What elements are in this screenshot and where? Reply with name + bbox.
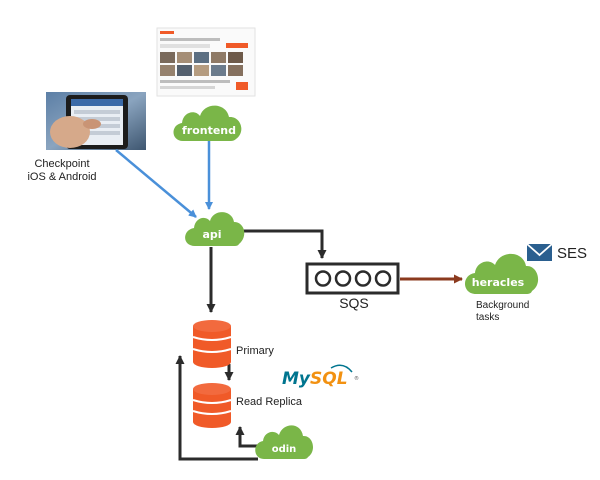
database-primary — [192, 320, 232, 368]
checkpoint-label: Checkpoint — [34, 158, 89, 170]
arrow-odin-to-primary — [175, 355, 258, 461]
background-tasks-label-2: tasks — [476, 312, 499, 323]
primary-label: Primary — [236, 345, 274, 357]
mysql-logo: MySQL ® — [282, 364, 359, 389]
queue-slot — [334, 270, 352, 287]
ses-service: SES — [526, 243, 587, 262]
envelope-icon — [527, 244, 552, 261]
svg-text:MySQL: MySQL — [282, 369, 348, 389]
checkpoint-platform-label: iOS & Android — [27, 171, 96, 183]
cloud-odin: odin — [255, 425, 314, 459]
database-icon — [192, 383, 232, 428]
cloud-icon — [185, 212, 245, 246]
arrow-api-to-sqs — [236, 229, 327, 259]
cloud-api: api — [185, 212, 245, 246]
website-screenshot — [156, 27, 256, 97]
cloud-heracles: heracles — [464, 253, 539, 294]
svg-text:®: ® — [354, 375, 359, 382]
arrow-odin-to-replica — [235, 426, 258, 448]
sqs-label: SQS — [339, 295, 369, 311]
background-tasks-label: Background — [476, 300, 529, 311]
heracles-label: heracles — [472, 276, 525, 289]
ses-label: SES — [557, 245, 587, 262]
frontend-label: frontend — [182, 124, 236, 137]
cloud-frontend: frontend — [173, 105, 242, 141]
queue-slot — [354, 270, 372, 287]
queue-slot — [374, 270, 392, 287]
cloud-icon — [173, 105, 242, 141]
phone-photo — [46, 92, 146, 150]
database-icon — [192, 320, 232, 368]
database-read-replica — [192, 383, 232, 428]
arrow-checkpoint-to-api — [115, 149, 197, 218]
read-replica-label: Read Replica — [236, 396, 303, 408]
sqs-queue — [305, 262, 400, 295]
api-label: api — [202, 228, 221, 241]
cloud-icon — [464, 253, 539, 294]
odin-label: odin — [272, 444, 297, 455]
queue-slot — [314, 270, 332, 287]
cloud-icon — [255, 425, 314, 459]
